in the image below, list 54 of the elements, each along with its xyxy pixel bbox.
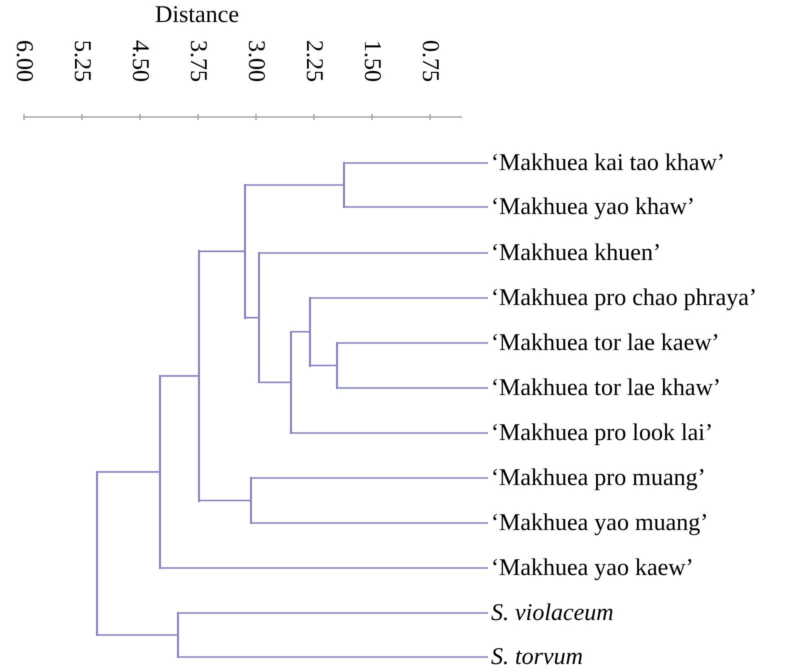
branch-line (245, 316, 259, 318)
branch-line (290, 330, 292, 434)
taxon-label: ‘Makhuea pro look lai’ (491, 419, 713, 447)
tick-label: 4.50 (127, 40, 153, 82)
branch-line (309, 297, 311, 366)
branch-line (177, 612, 179, 658)
branch-line (291, 432, 488, 434)
branch-line (259, 252, 488, 254)
taxon-label: ‘Makhuea yao muang’ (491, 509, 708, 537)
taxon-label: ‘Makhuea yao khaw’ (491, 193, 695, 221)
taxon-label: ‘Makhuea kai tao khaw’ (491, 149, 725, 177)
taxon-label: ‘Makhuea pro muang’ (491, 464, 706, 492)
branch-line (343, 162, 345, 208)
branch-line (160, 375, 199, 377)
branch-line (250, 477, 252, 524)
taxon-label: ‘Makhuea tor lae khaw’ (491, 374, 721, 402)
branch-line (244, 184, 246, 319)
tick-label: 2.25 (301, 40, 327, 82)
branch-line (159, 374, 161, 569)
branch-line (337, 387, 488, 389)
branch-line (310, 297, 488, 299)
tick-label: 6.00 (11, 40, 37, 82)
branch-line (198, 250, 200, 502)
tick-label: 3.75 (185, 40, 211, 82)
branch-line (160, 567, 488, 569)
branch-line (199, 250, 245, 252)
taxon-label: ‘Makhuea tor lae kaew’ (491, 329, 720, 357)
taxon-label: ‘Makhuea khuen’ (491, 239, 661, 267)
branch-line (259, 382, 291, 384)
tick-label: 3.00 (243, 40, 269, 82)
branch-line (291, 330, 310, 333)
branch-line (258, 252, 260, 384)
tick-label: 0.75 (417, 40, 443, 82)
branch-line (344, 206, 488, 208)
axis-title: Distance (155, 2, 239, 28)
branch-line (336, 342, 338, 389)
branch-line (251, 522, 488, 524)
branch-line (178, 612, 488, 614)
branch-line (251, 477, 488, 479)
branch-line (97, 471, 160, 473)
taxon-label: ‘Makhuea yao kaew’ (491, 554, 694, 582)
branch-line (97, 634, 178, 636)
tick-label: 1.50 (359, 40, 385, 82)
branch-line (199, 500, 251, 502)
tick-label: 5.25 (69, 40, 95, 82)
branch-line (245, 184, 344, 186)
taxon-label: S. torvum (491, 643, 583, 668)
branch-line (310, 364, 337, 366)
branch-line (344, 162, 488, 164)
branch-line (96, 470, 98, 636)
taxon-label: S. violaceum (491, 599, 614, 627)
taxon-label: ‘Makhuea pro chao phraya’ (491, 284, 757, 312)
branch-line (337, 342, 488, 344)
branch-line (178, 656, 488, 658)
